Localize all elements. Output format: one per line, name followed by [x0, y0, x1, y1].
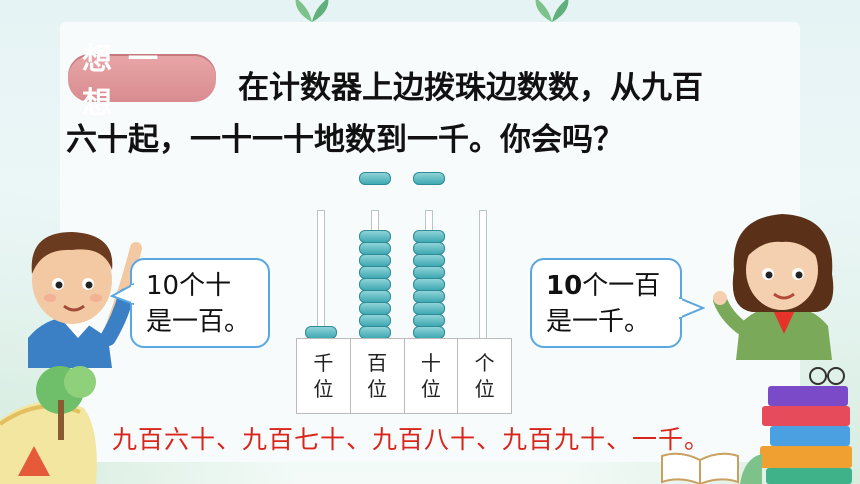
abacus-bead-above[interactable] [413, 172, 445, 185]
abacus-bead[interactable] [359, 302, 391, 315]
abacus-bead-above[interactable] [359, 172, 391, 185]
question-text: 在计数器上边拨珠边数数，从九百 六十起，一十一十地数到一千。你会吗？ [66, 62, 806, 166]
girl-speech-number: 10 [546, 271, 583, 301]
abacus-bead[interactable] [359, 254, 391, 267]
column-thousands: 千位 [297, 339, 351, 413]
abacus-base: 千位 百位 十位 个位 [296, 338, 512, 414]
abacus-bead[interactable] [359, 266, 391, 279]
abacus-rod [479, 210, 487, 342]
leaf-decoration-icon [295, 0, 329, 22]
column-tens: 十位 [405, 339, 459, 413]
bubble-tail-icon [679, 296, 705, 320]
abacus-bead[interactable] [413, 278, 445, 291]
books-stack-decoration-icon [740, 367, 852, 484]
girl-speech-line-2: 是一千。 [546, 307, 651, 337]
abacus-bead[interactable] [359, 290, 391, 303]
abacus-bead[interactable] [359, 314, 391, 327]
abacus-bead[interactable] [413, 266, 445, 279]
abacus-bead[interactable] [413, 230, 445, 243]
boy-speech-line-2: 是一百。 [146, 307, 251, 337]
abacus: 千位 百位 十位 个位 [296, 160, 512, 414]
abacus-bead[interactable] [359, 242, 391, 255]
abacus-bead[interactable] [413, 254, 445, 267]
abacus-bead[interactable] [413, 314, 445, 327]
abacus-bead[interactable] [413, 302, 445, 315]
question-line-2: 六十起，一十一十地数到一千。你会吗？ [66, 122, 624, 158]
girl-speech-line-1: 个一百 [582, 271, 661, 301]
open-book-icon [661, 452, 739, 484]
abacus-rod [317, 210, 325, 342]
abacus-bead[interactable] [413, 242, 445, 255]
books-tree-decoration-icon [0, 366, 97, 484]
girl-illustration-icon [713, 214, 834, 360]
abacus-bead[interactable] [359, 278, 391, 291]
bubble-tail-icon [110, 282, 134, 306]
abacus-bead[interactable] [413, 290, 445, 303]
counting-answer: 九百六十、九百七十、九百八十、九百九十、一千。 [112, 425, 711, 454]
leaf-decoration-icon [535, 0, 569, 22]
girl-speech-bubble: 10个一百 是一千。 [530, 258, 682, 348]
column-ones: 个位 [474, 351, 495, 401]
boy-speech-bubble: 10个十 是一百。 [130, 258, 270, 348]
question-line-1: 在计数器上边拨珠边数数，从九百 [238, 70, 703, 106]
abacus-bead[interactable] [359, 230, 391, 243]
column-hundreds: 百位 [351, 339, 405, 413]
boy-speech-line-1: 10个十 [146, 271, 232, 301]
